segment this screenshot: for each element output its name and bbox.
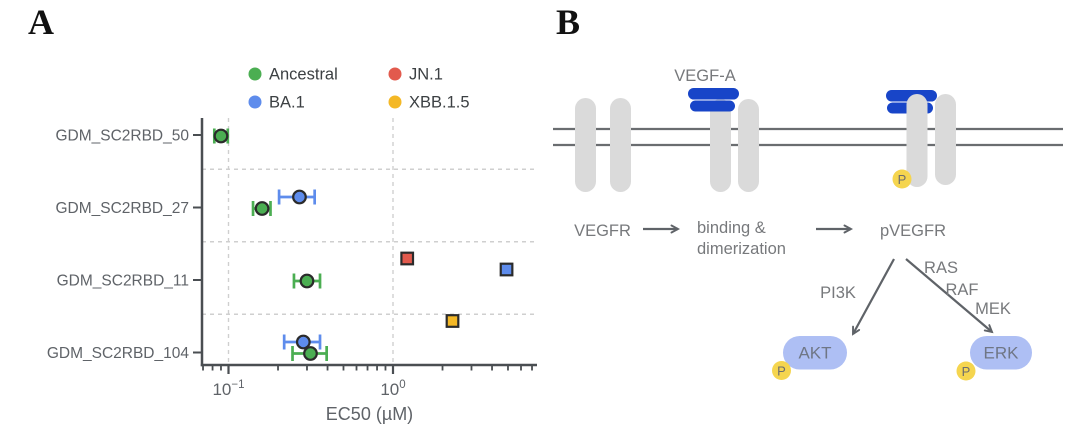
data-point-circle [292, 189, 307, 205]
legend-marker [388, 95, 402, 109]
x-axis-tick-label: 10−1 [212, 379, 244, 399]
akt-node [783, 336, 847, 370]
pvegfr-label: pVEGFR [880, 222, 946, 240]
receptor-capsule [610, 98, 631, 192]
y-axis-label: GDM_SC2RBD_11 [57, 273, 189, 290]
legend-label: Ancestral [269, 66, 338, 84]
data-point-circle [254, 201, 270, 216]
data-point-square [445, 314, 460, 328]
legend-label: BA.1 [269, 94, 305, 112]
akt-label: AKT [798, 344, 831, 363]
receptor-capsule [935, 94, 956, 185]
receptor-capsule [738, 99, 759, 192]
y-axis-label: GDM_SC2RBD_50 [55, 128, 189, 145]
pathway-diagram: P VEGF-A VEGFR binding & dimerization pV… [553, 67, 1063, 381]
receptor-capsule [710, 99, 731, 192]
receptor-capsule [906, 94, 928, 187]
x-axis-title: EC50 (µM) [326, 404, 413, 424]
erk-node [970, 336, 1032, 370]
binding-label-line1: binding & [697, 219, 766, 237]
raf-label: RAF [946, 281, 979, 299]
y-axis-label: GDM_SC2RBD_27 [55, 200, 189, 217]
panel-b-label: B [556, 2, 581, 42]
phospho-label: P [898, 172, 907, 187]
vegfa-ligand-bar [688, 88, 739, 100]
vegfa-label: VEGF-A [674, 67, 735, 85]
data-point-circle [213, 128, 229, 144]
pi3k-arrow [852, 258, 895, 336]
data-point-circle [295, 334, 311, 350]
ras-label: RAS [924, 259, 958, 277]
vegfa-ligand-bar [690, 100, 735, 112]
ras-raf-mek-arrow [905, 258, 994, 334]
phospho-badge [892, 169, 912, 189]
mek-label: MEK [975, 300, 1011, 318]
x-axis-tick-label: 100 [380, 379, 405, 399]
erk-label: ERK [984, 344, 1020, 363]
legend-label: JN.1 [409, 66, 443, 84]
phospho-label: P [962, 364, 971, 379]
data-point-circle [299, 273, 315, 289]
phospho-badge [772, 361, 791, 380]
data-point-square [400, 251, 415, 266]
pi3k-label: PI3K [820, 284, 856, 302]
data-point-circle [303, 346, 318, 361]
legend-marker [248, 67, 262, 81]
y-axis-label: GDM_SC2RBD_104 [47, 345, 190, 362]
ec50-chart: GDM_SC2RBD_50GDM_SC2RBD_27GDM_SC2RBD_11G… [47, 66, 537, 424]
binding-label-line2: dimerization [697, 240, 786, 258]
legend-marker [388, 67, 402, 81]
vegfr-label: VEGFR [574, 222, 631, 240]
phospho-badge [956, 361, 976, 381]
legend-label: XBB.1.5 [409, 94, 470, 112]
panel-a-label: A [28, 2, 54, 42]
data-point-square [499, 262, 514, 277]
legend-marker [248, 95, 262, 109]
receptor-capsule [575, 98, 596, 192]
phospho-label: P [777, 363, 786, 378]
